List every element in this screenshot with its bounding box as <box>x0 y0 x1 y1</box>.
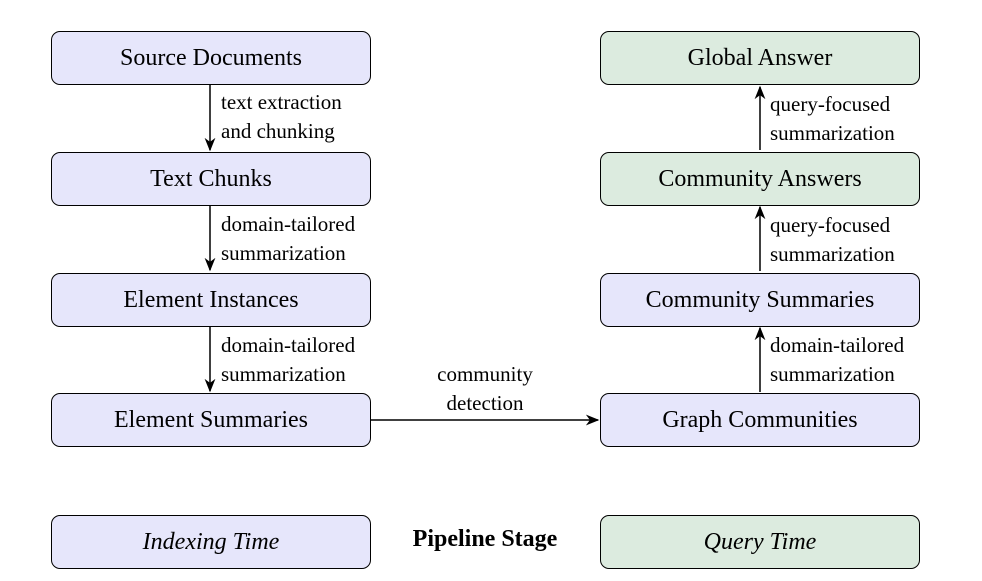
legend-pipeline-stage: Pipeline Stage <box>412 526 558 552</box>
element-summaries-node: Element Summaries <box>51 393 371 447</box>
community-answers-node: Community Answers <box>600 152 920 206</box>
source-documents-node: Source Documents <box>51 31 371 85</box>
community-summaries-label: Community Summaries <box>645 286 875 313</box>
text-chunks-label: Text Chunks <box>150 165 272 192</box>
edge-label-text-extraction: text extraction and chunking <box>221 88 342 146</box>
element-summaries-label: Element Summaries <box>114 406 308 433</box>
edge-label-line: domain-tailored <box>770 333 905 357</box>
element-instances-label: Element Instances <box>123 286 299 313</box>
edge-label-community-detection: community detection <box>405 360 565 418</box>
edge-label-domain-tailored-2: domain-tailored summarization <box>221 331 355 389</box>
edge-label-line: summarization <box>221 241 346 265</box>
edge-label-line: summarization <box>221 362 346 386</box>
edge-label-line: community <box>437 362 533 386</box>
edge-label-line: and chunking <box>221 119 335 143</box>
graph-communities-label: Graph Communities <box>662 406 858 433</box>
legend-indexing-time-label: Indexing Time <box>142 528 280 555</box>
edge-label-line: summarization <box>770 121 895 145</box>
edge-label-line: domain-tailored <box>221 333 356 357</box>
graph-communities-node: Graph Communities <box>600 393 920 447</box>
edge-label-line: query-focused <box>770 92 891 116</box>
global-answer-node: Global Answer <box>600 31 920 85</box>
edge-label-line: text extraction <box>221 90 342 114</box>
edge-label-line: summarization <box>770 362 895 386</box>
community-summaries-node: Community Summaries <box>600 273 920 327</box>
community-answers-label: Community Answers <box>658 165 862 192</box>
edge-label-line: summarization <box>770 242 895 266</box>
element-instances-node: Element Instances <box>51 273 371 327</box>
edge-label-domain-tailored-1: domain-tailored summarization <box>221 210 355 268</box>
legend-indexing-time: Indexing Time <box>51 515 371 569</box>
edge-label-line: detection <box>446 391 524 415</box>
edge-label-line: domain-tailored <box>221 212 356 236</box>
edge-label-domain-tailored-3: domain-tailored summarization <box>770 331 904 389</box>
edge-label-query-focused-1: query-focused summarization <box>770 211 895 269</box>
legend-query-time: Query Time <box>600 515 920 569</box>
global-answer-label: Global Answer <box>687 44 833 71</box>
text-chunks-node: Text Chunks <box>51 152 371 206</box>
edge-label-line: query-focused <box>770 213 891 237</box>
edge-label-query-focused-2: query-focused summarization <box>770 90 895 148</box>
source-documents-label: Source Documents <box>120 44 302 71</box>
legend-query-time-label: Query Time <box>703 528 817 555</box>
